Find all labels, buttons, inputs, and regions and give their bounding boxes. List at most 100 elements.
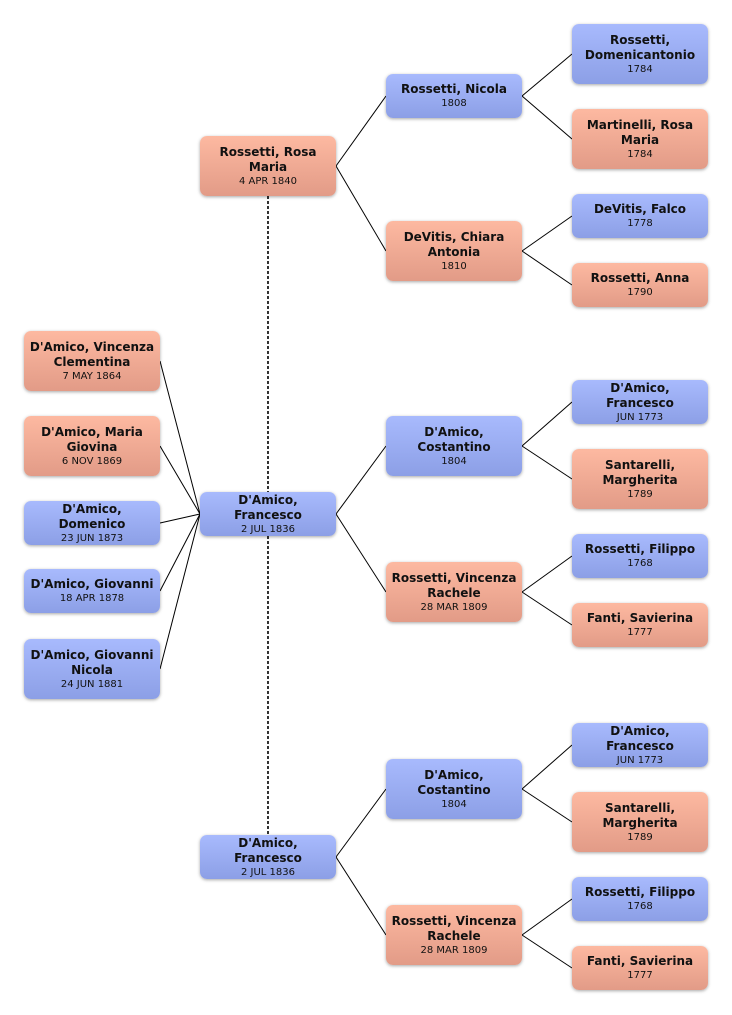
parent-connector <box>335 513 387 593</box>
person-name: D'Amico, Vincenza Clementina <box>29 339 155 369</box>
parent-connector <box>521 898 573 936</box>
person-name: D'Amico, Domenico <box>58 501 126 531</box>
person-date: JUN 1773 <box>616 754 664 766</box>
person-box[interactable]: Rossetti, Filippo 1768 <box>572 534 708 578</box>
person-name: Rossetti, Domenicantonio <box>584 32 696 62</box>
person-name: Rossetti, Rosa Maria <box>219 144 317 174</box>
person-date: 28 MAR 1809 <box>420 601 488 613</box>
child-connector <box>159 513 201 670</box>
person-name: D'Amico, Francesco <box>234 835 302 865</box>
parent-connector <box>521 744 573 790</box>
person-date: 1804 <box>441 455 467 467</box>
person-name: Rossetti, Anna <box>590 271 690 285</box>
person-name: D'Amico, Giovanni Nicola <box>30 647 154 677</box>
person-date: 6 NOV 1869 <box>61 455 123 467</box>
child-connector <box>159 513 201 592</box>
person-name: Rossetti, Nicola <box>401 82 507 96</box>
person-name: D'Amico, Costantino <box>417 767 491 797</box>
person-name: Rossetti, Vincenza Rachele <box>391 913 517 943</box>
parent-connector <box>335 788 387 858</box>
person-date: 1777 <box>627 970 653 981</box>
parent-connector <box>521 934 573 969</box>
parent-connector <box>521 555 573 593</box>
person-date: 1777 <box>627 627 653 638</box>
person-date: 28 MAR 1809 <box>420 944 488 956</box>
parent-connector <box>521 215 573 252</box>
person-date: 1808 <box>441 98 467 109</box>
parent-connector <box>335 445 387 515</box>
parent-connector <box>521 591 573 626</box>
child-connector <box>159 445 201 515</box>
person-name: DeVitis, Falco <box>593 202 687 216</box>
person-date: 1804 <box>441 798 467 810</box>
person-date: 24 JUN 1881 <box>60 678 124 690</box>
person-name: D'Amico, Maria Giovina <box>41 424 143 454</box>
person-name: Rossetti, Vincenza Rachele <box>391 570 517 600</box>
person-date: JUN 1773 <box>616 411 664 423</box>
parent-connector <box>521 445 573 480</box>
person-name: D'Amico, Francesco <box>606 723 674 753</box>
person-date: 2 JUL 1836 <box>240 523 295 535</box>
person-box[interactable]: Rossetti, Filippo 1768 <box>572 877 708 921</box>
person-name: Martinelli, Rosa Maria <box>586 117 694 147</box>
person-box[interactable]: Fanti, Savierina 1777 <box>572 946 708 990</box>
person-name: Rossetti, Filippo <box>584 885 696 899</box>
parent-connector <box>521 401 573 447</box>
person-box[interactable]: Rossetti, Nicola 1808 <box>386 74 522 118</box>
person-date: 18 APR 1878 <box>59 593 125 604</box>
parent-connector <box>335 95 387 167</box>
person-name: Fanti, Savierina <box>586 611 694 625</box>
person-name: Santarelli, Margherita <box>602 457 678 487</box>
person-date: 23 JUN 1873 <box>60 532 124 544</box>
person-date: 1768 <box>627 558 653 569</box>
parent-connector <box>521 53 573 97</box>
person-date: 1784 <box>627 148 653 160</box>
person-name: D'Amico, Costantino <box>417 424 491 454</box>
person-name: D'Amico, Francesco <box>234 492 302 522</box>
parent-connector <box>521 95 573 140</box>
parent-connector <box>335 856 387 936</box>
person-box[interactable]: DeVitis, Falco 1778 <box>572 194 708 238</box>
person-date: 4 APR 1840 <box>239 175 297 187</box>
person-date: 1784 <box>627 63 653 75</box>
parent-connector <box>521 250 573 286</box>
person-box[interactable]: Fanti, Savierina 1777 <box>572 603 708 647</box>
child-connector <box>159 513 201 524</box>
person-date: 1789 <box>627 488 653 500</box>
person-date: 1778 <box>627 218 653 229</box>
person-date: 1790 <box>627 287 653 298</box>
person-name: DeVitis, Chiara Antonia <box>403 229 505 259</box>
person-name: Fanti, Savierina <box>586 954 694 968</box>
person-date: 2 JUL 1836 <box>240 866 295 878</box>
person-date: 1768 <box>627 901 653 912</box>
parent-connector <box>335 165 387 252</box>
person-date: 1789 <box>627 831 653 843</box>
person-box[interactable]: Rossetti, Anna 1790 <box>572 263 708 307</box>
child-connector <box>159 360 201 515</box>
person-date: 7 MAY 1864 <box>62 370 122 382</box>
person-name: D'Amico, Francesco <box>606 380 674 410</box>
person-name: Santarelli, Margherita <box>602 800 678 830</box>
parent-connector <box>521 788 573 823</box>
person-name: Rossetti, Filippo <box>584 542 696 556</box>
